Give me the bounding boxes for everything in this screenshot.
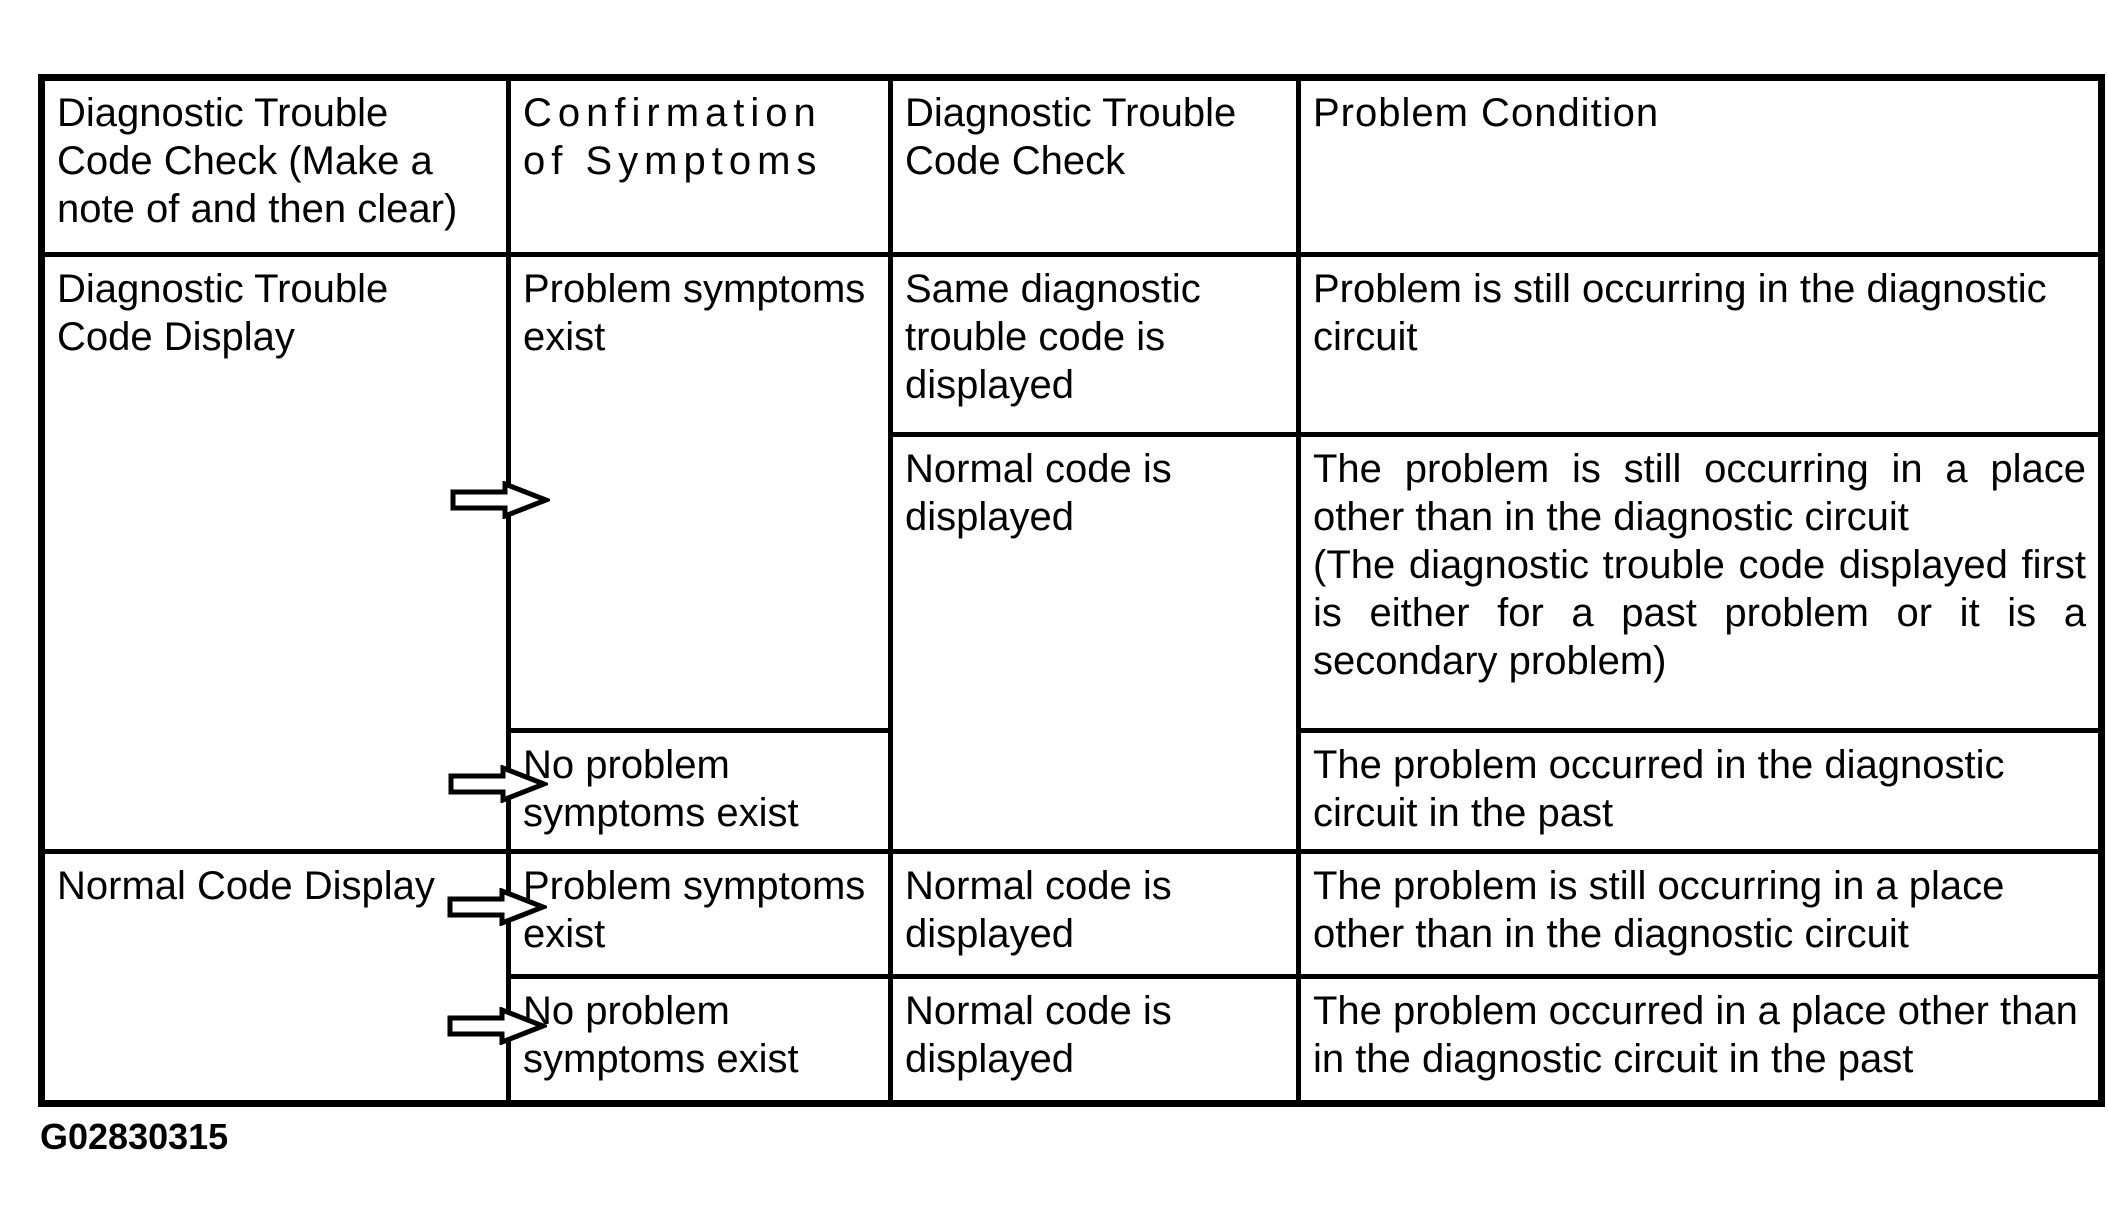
table-row: Diagnostic Trouble Code Display Problem … [39,252,2104,854]
cell-normal-code-display: Normal Code Display [39,849,511,1106]
cell-condition-still-occurring-other-place: The problem is still occurring in a plac… [1296,849,2104,979]
cell-same-dtc-displayed: Same diagnostic trouble code is displaye… [888,252,1301,437]
header-dtc-check-note: Diagnostic Trouble Code Check (Make a no… [39,75,511,257]
header-problem-condition: Problem Condition [1296,75,2104,257]
cell-normal-code-displayed-a: Normal code is displayed [888,432,1301,854]
right-arrow-icon [447,888,547,926]
cell-problem-symptoms-exist-b: Problem symptoms exist [506,849,893,979]
table-row: Normal code is displayed The problem is … [42,432,2104,854]
diagnostic-table: Diagnostic Trouble Code Check (Make a no… [38,74,2105,1107]
cell-condition-still-occurring-circuit: Problem is still occurring in the diagno… [1296,252,2104,437]
cell-condition-other-place: The problem is still occurring in a plac… [1296,432,2104,733]
header-dtc-check: Diagnostic Trouble Code Check [888,75,1301,257]
table-row: No problem symptoms exist The problem oc… [42,728,2104,854]
cell-problem-symptoms-exist-a: Problem symptoms exist [506,252,893,733]
cell-normal-code-displayed-b1: Normal code is displayed [888,849,1301,979]
figure-code: G02830315 [40,1116,229,1157]
right-arrow-icon [448,765,548,803]
right-arrow-icon [447,1007,547,1045]
cell-normal-code-displayed-b2: Normal code is displayed [888,974,1301,1106]
cell-condition-occurred-other-place-past: The problem occurred in a place other th… [1296,974,2104,1106]
header-confirmation-of-symptoms: Confirmation of Symptoms [506,75,893,257]
cell-dtc-code-display: Diagnostic Trouble Code Display [39,252,511,854]
header-row: Diagnostic Trouble Code Check (Make a no… [39,75,2104,257]
condition-other-place-note: (The diagnostic trouble code displayed f… [1313,543,2086,683]
cell-no-problem-symptoms-b: No problem symptoms exist [506,974,893,1106]
condition-other-place-text: The problem is still occurring in a plac… [1313,447,2086,539]
table-row: Normal Code Display Problem symptoms exi… [39,849,2104,1106]
cell-condition-occurred-past: The problem occurred in the diagnostic c… [1296,728,2104,854]
right-arrow-icon [450,481,550,519]
cell-no-problem-symptoms-a: No problem symptoms exist [506,728,893,854]
table-row: No problem symptoms exist Normal code is… [42,974,2104,1106]
